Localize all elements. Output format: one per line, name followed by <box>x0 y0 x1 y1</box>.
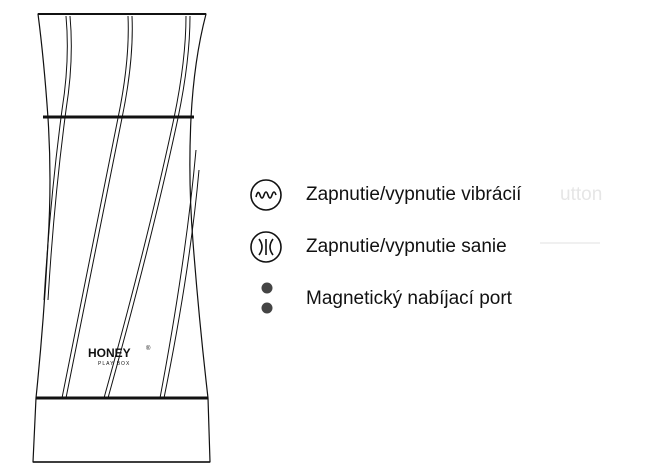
magnetic-dots-icon <box>261 282 273 314</box>
spiral-groove <box>43 15 68 301</box>
vibration-wave-icon <box>250 179 282 211</box>
brand-logo-mark: ® <box>146 345 151 352</box>
ghost-text-fragment: utton <box>560 184 603 205</box>
legend-row-charging: Magnetický nabíjací port <box>248 282 648 316</box>
device-base <box>32 397 211 463</box>
brand-logo-sub: PLAY BOX <box>98 361 130 367</box>
legend-label-suction: Zapnutie/vypnutie sanie <box>306 236 507 257</box>
legend-row-suction: Zapnutie/vypnutie sanie <box>248 230 648 264</box>
legend-row-vibration: Zapnutie/vypnutie vibrácií <box>248 178 648 212</box>
spiral-groove <box>65 15 133 399</box>
spiral-groove <box>61 15 129 399</box>
legend-label-charging: Magnetický nabíjací port <box>306 288 512 309</box>
spiral-groove <box>107 15 191 399</box>
legend-label-vibration: Zapnutie/vypnutie vibrácií <box>306 184 522 205</box>
spiral-groove <box>103 15 187 399</box>
ghost-line <box>540 242 600 244</box>
brand-logo-text: HONEY <box>88 346 131 360</box>
suction-icon <box>250 231 282 263</box>
spiral-groove <box>47 15 72 301</box>
spiral-groove <box>163 169 200 399</box>
spiral-groove <box>159 149 197 399</box>
